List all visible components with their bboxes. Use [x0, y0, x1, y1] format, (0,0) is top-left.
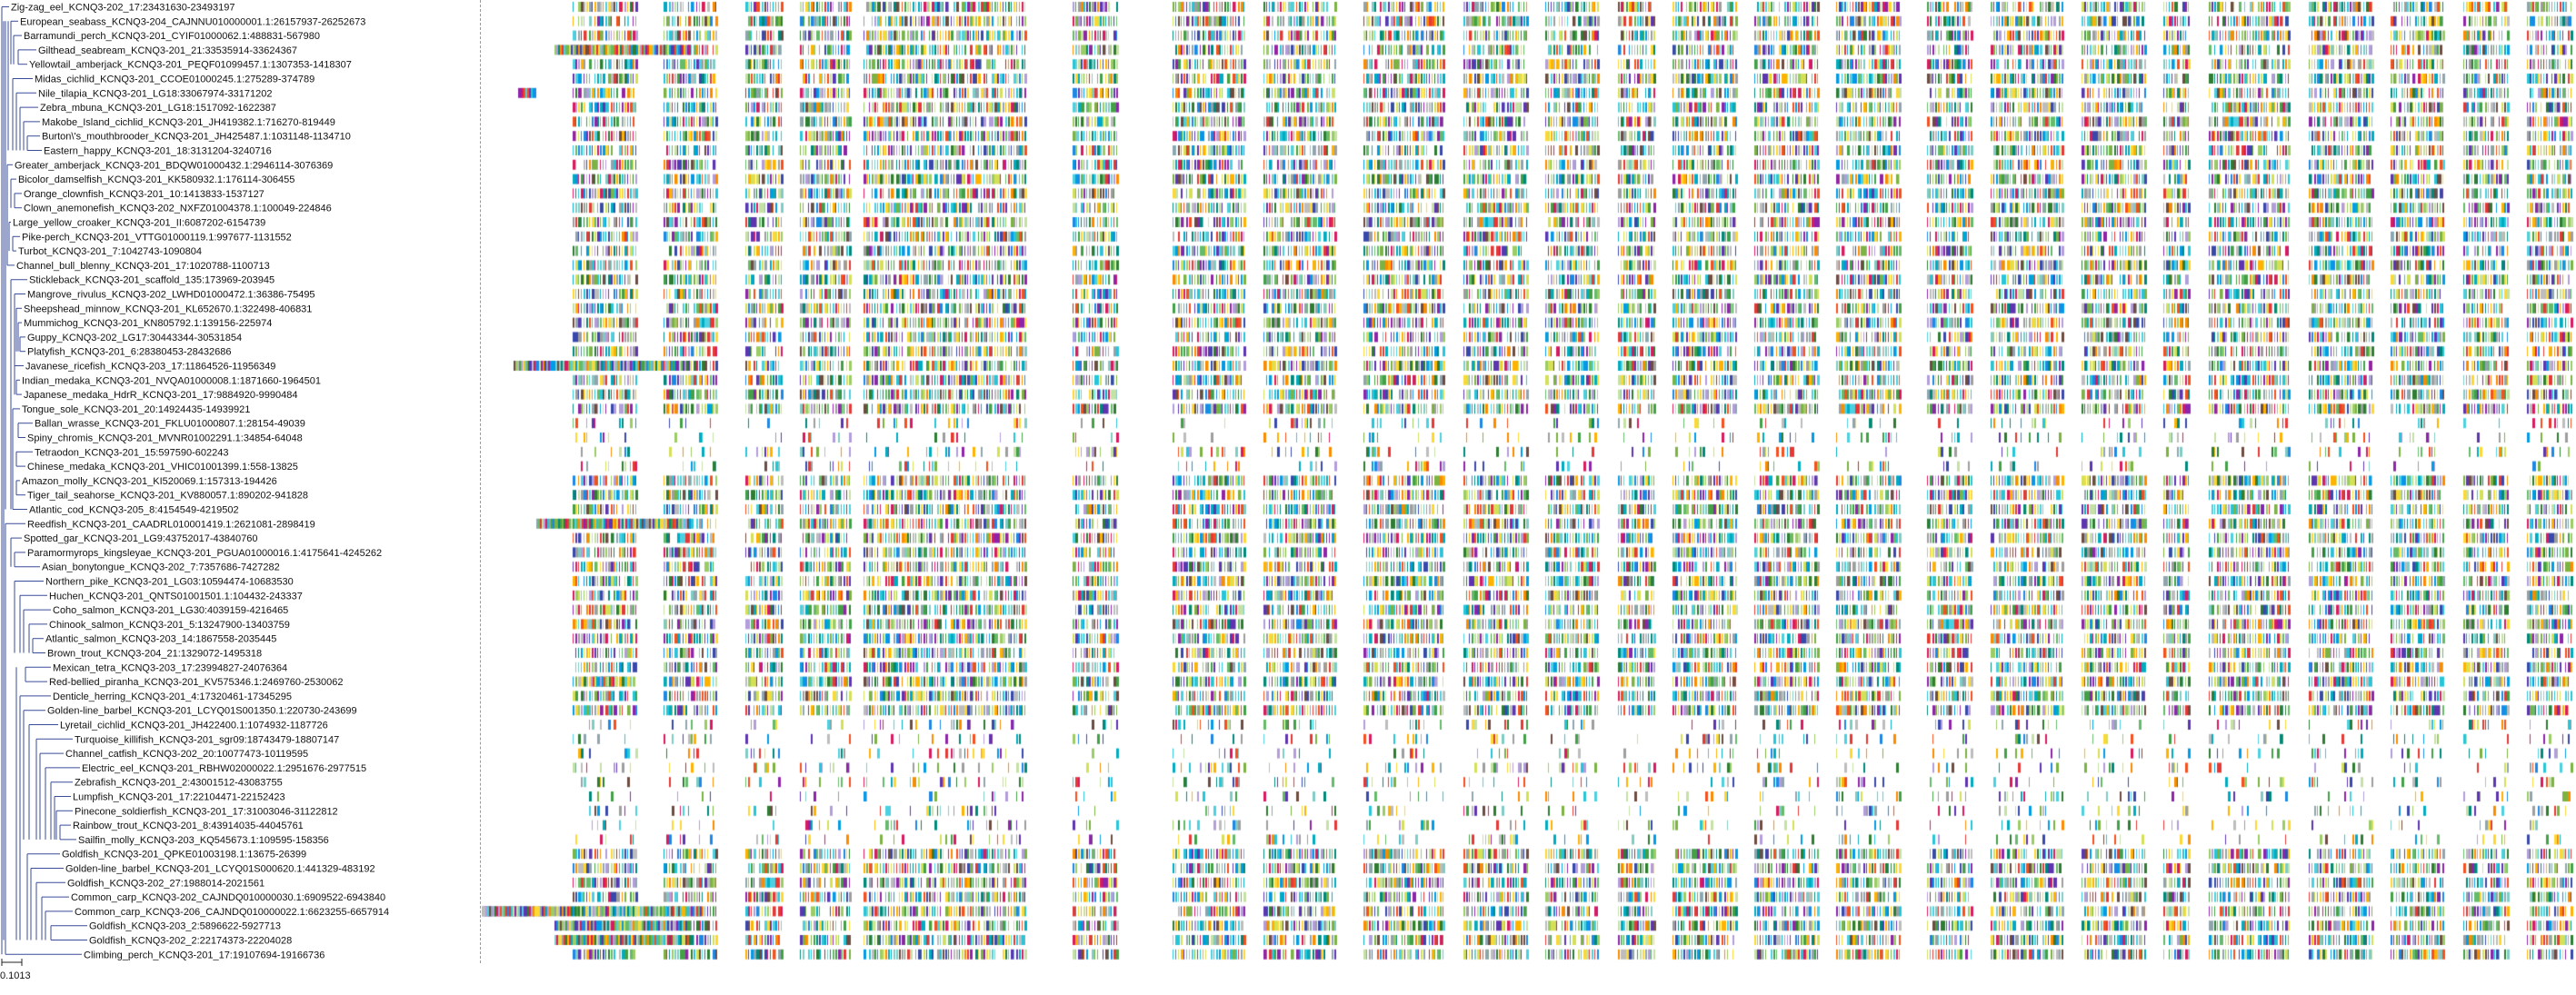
leaf-label: Japanese_medaka_HdrR_KCNQ3-201_17:988492… [24, 390, 298, 401]
leaf-label: Burton\'s_mouthbrooder_KCNQ3-201_JH42548… [42, 132, 351, 143]
leaf-labels: Zig-zag_eel_KCNQ3-202_17:23431630-234931… [11, 3, 389, 961]
leaf-label: Pike-perch_KCNQ3-201_VTTG01000119.1:9976… [22, 232, 292, 243]
leaf-label: Northern_pike_KCNQ3-201_LG03:10594474-10… [45, 577, 294, 588]
leaf-label: Large_yellow_croaker_KCNQ3-201_II:608720… [13, 218, 265, 229]
panel-divider [480, 0, 482, 963]
leaf-label: Javanese_ricefish_KCNQ3-203_17:11864526-… [25, 362, 275, 373]
leaf-label: Lyretail_cichlid_KCNQ3-201_JH422400.1:10… [60, 721, 328, 731]
leaf-label: Goldfish_KCNQ3-201_QPKE01003198.1:13675-… [62, 850, 306, 861]
leaf-label: Barramundi_perch_KCNQ3-201_CYIF01000062.… [24, 31, 320, 42]
leaf-label: Bicolor_damselfish_KCNQ3-201_KK580932.1:… [18, 174, 295, 185]
leaf-label: Goldfish_KCNQ3-202_27:1988014-2021561 [67, 878, 265, 889]
leaf-label: Platyfish_KCNQ3-201_6:28380453-28432686 [27, 347, 231, 358]
leaf-label: Asian_bonytongue_KCNQ3-202_7:7357686-742… [42, 562, 280, 573]
scale-bar-label: 0.1013 [0, 970, 31, 981]
leaf-label: Mummichog_KCNQ3-201_KN805792.1:139156-22… [24, 318, 272, 329]
leaf-label: Spotted_gar_KCNQ3-201_LG9:43752017-43840… [24, 533, 257, 544]
leaf-label: Chinese_medaka_KCNQ3-201_VHIC01001399.1:… [27, 462, 298, 473]
leaf-label: Amazon_molly_KCNQ3-201_KI520069.1:157313… [22, 476, 277, 487]
leaf-label: Eastern_happy_KCNQ3-201_18:3131204-32407… [44, 146, 272, 157]
leaf-label: Chinook_salmon_KCNQ3-201_5:13247900-1340… [49, 620, 290, 631]
leaf-label: Common_carp_KCNQ3-206_CAJNDQ010000022.1:… [75, 907, 389, 918]
leaf-label: Atlantic_cod_KCNQ3-205_8:4154549-4219502 [29, 505, 239, 516]
sequence-alignment-panel [482, 0, 2576, 995]
leaf-label: Nile_tilapia_KCNQ3-201_LG18:33067974-331… [38, 88, 272, 99]
leaf-label: Huchen_KCNQ3-201_QNTS01001501.1:104432-2… [49, 591, 303, 602]
leaf-label: Greater_amberjack_KCNQ3-201_BDQW01000432… [15, 160, 333, 171]
alignment-colour-matrix [482, 0, 2576, 995]
leaf-label: Goldfish_KCNQ3-203_2:5896622-5927713 [89, 921, 281, 932]
leaf-label: Mexican_tetra_KCNQ3-203_17:23994827-2407… [53, 662, 287, 673]
leaf-label: Stickleback_KCNQ3-201_scaffold_135:17396… [29, 275, 275, 286]
leaf-label: Denticle_herring_KCNQ3-201_4:17320461-17… [53, 692, 292, 702]
leaf-label: Tiger_tail_seahorse_KCNQ3-201_KV880057.1… [27, 491, 308, 502]
leaf-label: Sheepshead_minnow_KCNQ3-201_KL652670.1:3… [24, 303, 312, 314]
leaf-label: Orange_clownfish_KCNQ3-201_10:1413833-15… [24, 189, 265, 200]
leaf-label: Zebra_mbuna_KCNQ3-201_LG18:1517092-16223… [40, 103, 276, 114]
leaf-label: Coho_salmon_KCNQ3-201_LG30:4039159-42164… [53, 605, 288, 616]
scale-bar: 0.1013 [0, 959, 31, 981]
leaf-label: Mangrove_rivulus_KCNQ3-202_LWHD01000472.… [27, 290, 315, 301]
leaf-label: Pinecone_soldierfish_KCNQ3-201_17:310030… [75, 806, 338, 817]
leaf-label: Turbot_KCNQ3-201_7:1042743-1090804 [18, 246, 202, 257]
leaf-label: Ballan_wrasse_KCNQ3-201_FKLU01000807.1:2… [35, 419, 305, 430]
leaf-label: Channel_catfish_KCNQ3-202_20:10077473-10… [65, 749, 308, 760]
leaf-label: Rainbow_trout_KCNQ3-201_8:43914035-44045… [73, 821, 304, 831]
leaf-label: Channel_bull_blenny_KCNQ3-201_17:1020788… [16, 261, 270, 272]
leaf-label: Spiny_chromis_KCNQ3-201_MVNR01002291.1:3… [27, 433, 303, 444]
leaf-label: Electric_eel_KCNQ3-201_RBHW02000022.1:29… [82, 763, 366, 774]
leaf-label: Climbing_perch_KCNQ3-201_17:19107694-191… [84, 950, 324, 960]
leaf-label: Midas_cichlid_KCNQ3-201_CCOE01000245.1:2… [35, 75, 315, 85]
phylogenetic-tree-panel: Zig-zag_eel_KCNQ3-202_17:23431630-234931… [0, 0, 480, 995]
tree-branches [1, 6, 87, 955]
leaf-label: Tetraodon_KCNQ3-201_15:597590-602243 [35, 447, 228, 458]
leaf-label: Golden-line_barbel_KCNQ3-201_LCYQ01S0013… [47, 706, 357, 717]
leaf-label: Atlantic_salmon_KCNQ3-203_14:1867558-203… [45, 634, 276, 645]
leaf-label: Common_carp_KCNQ3-202_CAJNDQ010000030.1:… [71, 892, 385, 903]
leaf-label: Guppy_KCNQ3-202_LG17:30443344-30531854 [27, 333, 242, 343]
leaf-label: Reedfish_KCNQ3-201_CAADRL010001419.1:262… [27, 519, 315, 530]
leaf-label: Tongue_sole_KCNQ3-201_20:14924435-149399… [22, 404, 250, 415]
leaf-label: European_seabass_KCNQ3-204_CAJNNU0100000… [20, 16, 365, 27]
leaf-label: Red-bellied_piranha_KCNQ3-201_KV575346.1… [49, 677, 344, 688]
leaf-label: Gilthead_seabream_KCNQ3-201_21:33535914-… [38, 45, 297, 56]
leaf-label: Zebrafish_KCNQ3-201_2:43001512-43083755 [75, 778, 283, 789]
leaf-label: Sailfin_molly_KCNQ3-203_KQ545673.1:10959… [78, 835, 329, 846]
leaf-label: Indian_medaka_KCNQ3-201_NVQA01000008.1:1… [22, 375, 321, 386]
leaf-label: Golden-line_barbel_KCNQ3-201_LCYQ01S0006… [65, 864, 375, 875]
leaf-label: Yellowtail_amberjack_KCNQ3-201_PEQF01099… [29, 60, 352, 71]
leaf-label: Zig-zag_eel_KCNQ3-202_17:23431630-234931… [11, 3, 235, 14]
phylogenetic-tree: Zig-zag_eel_KCNQ3-202_17:23431630-234931… [0, 3, 389, 982]
leaf-label: Makobe_Island_cichlid_KCNQ3-201_JH419382… [42, 117, 335, 128]
leaf-label: Paramormyrops_kingsleyae_KCNQ3-201_PGUA0… [27, 548, 382, 559]
leaf-label: Lumpfish_KCNQ3-201_17:22104471-22152423 [73, 792, 285, 803]
leaf-label: Goldfish_KCNQ3-202_2:22174373-22204028 [89, 936, 292, 947]
leaf-label: Clown_anemonefish_KCNQ3-202_NXFZ01004378… [24, 204, 332, 214]
leaf-label: Brown_trout_KCNQ3-204_21:1329072-1495318 [47, 649, 262, 660]
leaf-label: Turquoise_killifish_KCNQ3-201_sgr09:1874… [75, 734, 339, 745]
